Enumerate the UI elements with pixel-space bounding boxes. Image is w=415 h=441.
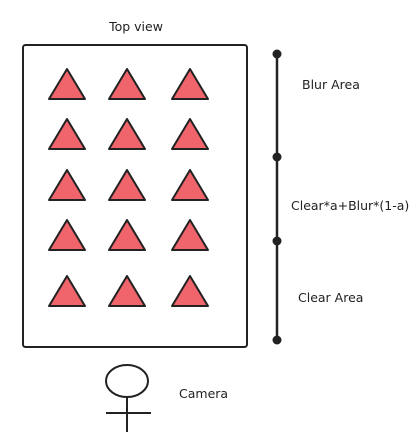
red-triangle-icon <box>48 219 86 251</box>
red-triangle-icon <box>171 219 209 251</box>
camera-label: Camera <box>179 386 228 401</box>
red-triangle-icon <box>171 275 209 307</box>
scale-marker-clear-start <box>272 236 282 246</box>
scene-frame <box>22 44 248 348</box>
red-triangle-icon <box>48 275 86 307</box>
red-triangle-icon <box>48 68 86 100</box>
clear-area-label: Clear Area <box>298 290 363 305</box>
red-triangle-icon <box>108 68 146 100</box>
camera-stick-figure-icon <box>105 364 151 432</box>
red-triangle-icon <box>108 118 146 150</box>
red-triangle-icon <box>171 169 209 201</box>
object-grid <box>48 68 209 307</box>
red-triangle-icon <box>108 275 146 307</box>
red-triangle-icon <box>108 219 146 251</box>
red-triangle-icon <box>171 68 209 100</box>
red-triangle-icon <box>48 118 86 150</box>
diagram-title: Top view <box>108 19 163 34</box>
scale-marker-top <box>272 49 282 59</box>
red-triangle-icon <box>48 169 86 201</box>
red-triangle-icon <box>108 169 146 201</box>
blur-area-label: Blur Area <box>302 77 360 92</box>
camera-head <box>105 364 149 398</box>
scale-marker-blur-end <box>272 152 282 162</box>
red-triangle-icon <box>171 118 209 150</box>
scale-marker-bottom <box>272 335 282 345</box>
blend-formula-label: Clear*a+Blur*(1-a) <box>291 198 409 213</box>
depth-scale <box>272 49 282 345</box>
